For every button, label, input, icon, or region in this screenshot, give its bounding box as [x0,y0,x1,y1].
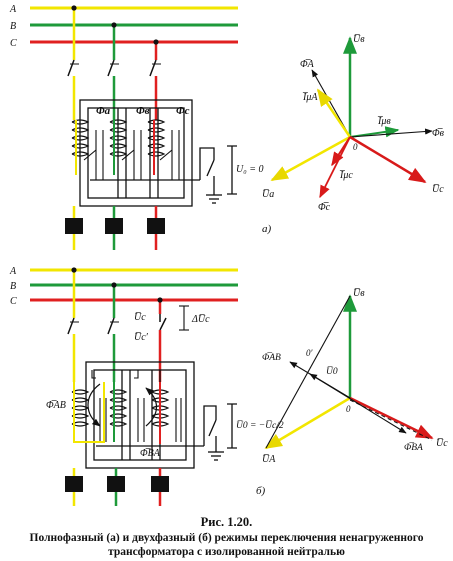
caption-line-2: трансформатора с изолированной нейтралью [108,546,345,558]
flux-ba-label: Φ̅BA [140,448,161,459]
line-ab-b [265,295,351,449]
load-b [105,218,123,234]
vector-u-c-b [349,396,434,440]
switch-b-b [107,317,119,335]
neutral-voltage-a: U₀ = 0 [236,164,263,175]
caption-line-1: Полнофазный (а) и двухфазный (б) режимы … [29,532,424,544]
load-c-b [151,476,169,492]
vector-u-a-a [270,135,351,182]
vec-label-phi-c-a: Φ̅c [318,202,331,213]
bus-b-label: B [10,21,16,32]
vector-u-a-b [264,396,351,450]
phasor-diagram-a: U̅в Φ̅A I̅μA I̅μв Φ̅в 0 U̅a I̅μc Φ̅c U̅c [262,34,445,213]
vec-label-u-a-b: U̅A [262,454,276,465]
vec-label-i-mu-c: I̅μc [339,170,353,181]
u-c-prime-label: U̅c′ [134,332,149,343]
vec-label-u-b-a: U̅в [353,34,365,45]
vector-phi-b-a [349,128,433,138]
flux-b-label: Φв [136,105,150,117]
neutral-circuit-b [96,403,237,461]
switch-a [67,59,79,77]
switch-c-open [158,314,167,338]
vec-label-i-mu-a: I̅μA [302,92,318,103]
vec-label-u-a-a: U̅a [262,189,274,200]
diagram-b: A B C U̅c U̅c′ ΔU [9,266,448,506]
vector-u-c-a [349,135,427,184]
delta-u-c-label: ΔU̅c [191,314,210,325]
winding-primary-a [71,119,166,157]
vec-label-phi-b-a: Φ̅в [432,128,445,139]
vec-label-phi-a-a: Φ̅A [300,59,315,70]
diagram-a-tag: а) [262,223,272,235]
neutral-circuit-a [90,145,237,204]
bus-a-label-b: A [9,266,17,277]
switch-a-b [67,317,79,335]
vec-label-u-0-b: U̅0 [326,366,338,377]
vec-label-origin-b: 0 [346,404,351,414]
flux-a-label: Φa [96,105,111,117]
vec-label-phi-ab-b: Φ̅AB [262,352,281,363]
bus-c-label-b: C [10,296,17,307]
vector-i-mu-a [316,88,352,138]
vec-label-origin-a: 0 [353,142,358,152]
flux-ab-label: Φ̅AB [46,400,66,411]
vec-label-i-mu-b: I̅μв [377,116,391,127]
load-a-b [65,476,83,492]
switch-b [107,59,119,77]
delta-uc-marker [179,305,189,331]
vector-i-mu-b [349,126,400,138]
diagram-a: A B C [9,4,445,250]
bus-b-label-b: B [10,281,16,292]
winding-secondary-b [99,398,182,442]
vector-phi-ba-b [309,373,407,434]
switch-c [149,59,161,77]
vector-phi-c-a [319,136,351,199]
transformer-core-a [79,99,193,207]
vec-label-u-b-b: U̅в [353,288,365,299]
load-b-b [107,476,125,492]
u-c-label: U̅c [134,312,146,323]
load-a [65,218,83,234]
bus-c-label: C [10,38,17,49]
phasor-diagram-b: U̅в Φ̅AB 0′ U̅0 0 U̅A Φ̅BA U̅c [262,288,448,465]
figure-caption-title: Рис. 1.20. [200,515,253,529]
vec-label-u-c-b: U̅c [436,438,448,449]
neutral-voltage-b: U̅0 = −U̅c/2 [236,420,284,431]
bus-a-label: A [9,4,17,15]
winding-secondary-a [83,130,180,180]
vec-label-o-prime: 0′ [306,348,314,358]
load-c [147,218,165,234]
flux-c-label: Φc [176,105,190,117]
figure-caption-body: Полнофазный (а) и двухфазный (б) режимы … [0,531,453,559]
vec-label-phi-ba-b: Φ̅BA [404,442,423,453]
vec-label-u-c-a: U̅c [432,184,444,195]
diagram-b-tag: б) [256,485,266,497]
